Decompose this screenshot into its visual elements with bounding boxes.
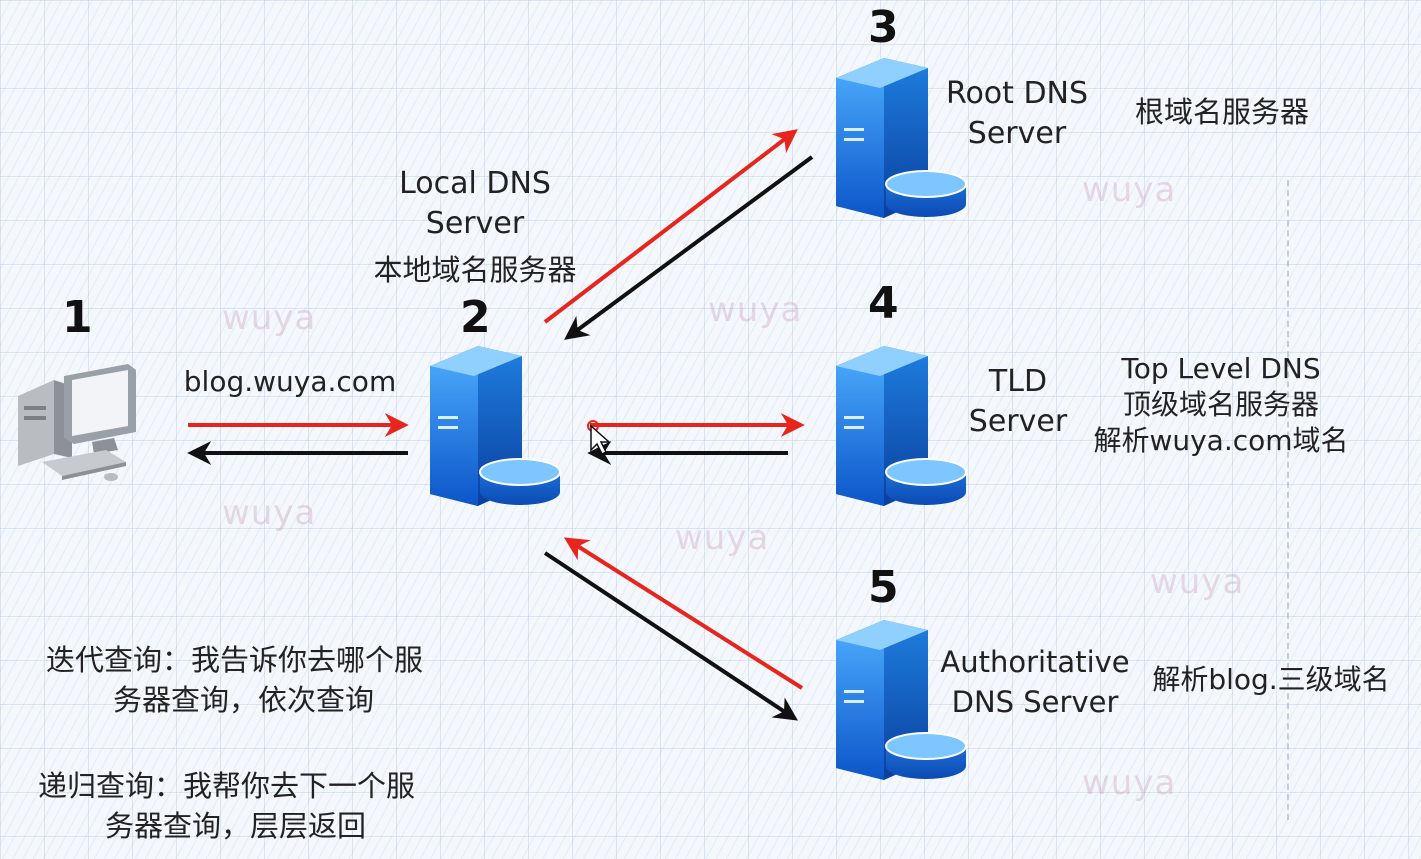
tld-server-label: TLD Server	[968, 364, 1068, 439]
recursive-query-note-line1: 递归查询：我帮你去下一个服	[38, 769, 416, 803]
authoritative-dns-server-desc: 解析blog.三级域名	[1152, 663, 1390, 696]
recursive-query-note-line2: 务器查询，层层返回	[105, 809, 367, 843]
local-dns-server-label: Local DNS Server	[399, 166, 551, 241]
root-dns-server-label: Root DNS Server	[945, 76, 1089, 151]
node-number-tld: 4	[868, 278, 899, 329]
watermark: wuya	[1082, 170, 1177, 210]
local-dns-server-label-cn: 本地域名服务器	[373, 253, 577, 287]
arrow-local-to-root	[543, 129, 798, 324]
tld-server-desc-3: 解析wuya.com域名	[1093, 424, 1349, 457]
watermark: wuya	[222, 298, 317, 338]
node-number-client: 1	[62, 292, 93, 343]
iterative-query-note-line2: 务器查询，依次查询	[113, 683, 375, 717]
authoritative-dns-server-label: Authoritative DNS Server	[940, 645, 1130, 719]
tld-server-desc-1: Top Level DNS	[1121, 352, 1321, 385]
guide-line	[1287, 180, 1289, 820]
arrow-local-to-auth	[543, 551, 799, 721]
watermark: wuya	[708, 290, 803, 330]
root-dns-server-desc: 根域名服务器	[1134, 95, 1309, 129]
iterative-query-note-line1: 迭代查询：我告诉你去哪个服	[46, 643, 424, 677]
watermark: wuya	[1082, 763, 1177, 803]
tld-server-desc-2: 顶级域名服务器	[1122, 388, 1319, 421]
node-number-local: 2	[460, 292, 491, 343]
watermark: wuya	[1150, 562, 1245, 602]
arrow-root-to-local	[564, 155, 814, 340]
query-domain-label: blog.wuya.com	[183, 365, 397, 398]
arrow-auth-to-local	[563, 537, 804, 690]
node-number-auth: 5	[868, 562, 899, 613]
watermark: wuya	[675, 518, 770, 558]
node-number-root: 3	[868, 2, 899, 53]
watermark: wuya	[222, 493, 317, 533]
